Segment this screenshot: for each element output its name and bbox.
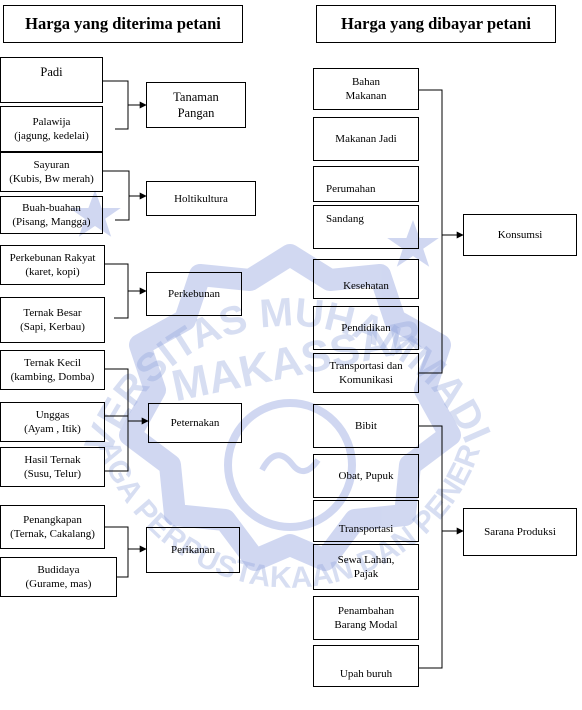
item-perkebunan-rakyat: Perkebunan Rakyat(karet, kopi)	[0, 245, 105, 285]
item-makanan-jadi: Makanan Jadi	[313, 117, 419, 161]
item-transportasi: Transportasi	[313, 500, 419, 542]
watermark-emblem	[69, 190, 461, 571]
item-obat-pupuk: Obat, Pupuk	[313, 454, 419, 498]
group-perkebunan: Perkebunan	[146, 272, 242, 316]
item-unggas: Unggas(Ayam , Itik)	[0, 402, 105, 442]
item-sewa-lahan: Sewa Lahan,Pajak	[313, 544, 419, 590]
item-padi: Padi	[0, 57, 103, 103]
item-sandang: Sandang	[313, 205, 419, 249]
item-kesehatan: Kesehatan	[313, 259, 419, 299]
title-harga-dibayar: Harga yang dibayar petani	[316, 5, 556, 43]
item-perumahan: Perumahan	[313, 166, 419, 202]
item-ternak-kecil: Ternak Kecil(kambing, Domba)	[0, 350, 105, 390]
item-pendidikan: Pendidikan	[313, 306, 419, 350]
group-konsumsi: Konsumsi	[463, 214, 577, 256]
group-perikanan: Perikanan	[146, 527, 240, 573]
item-sayuran: Sayuran(Kubis, Bw merah)	[0, 152, 103, 192]
group-peternakan: Peternakan	[148, 403, 242, 443]
item-hasil-ternak: Hasil Ternak(Susu, Telur)	[0, 447, 105, 487]
item-budidaya: Budidaya(Gurame, mas)	[0, 557, 117, 597]
item-ternak-besar: Ternak Besar(Sapi, Kerbau)	[0, 297, 105, 343]
group-sarana-produksi: Sarana Produksi	[463, 508, 577, 556]
title-harga-diterima: Harga yang diterima petani	[3, 5, 243, 43]
item-palawija: Palawija(jagung, kedelai)	[0, 106, 103, 152]
item-penangkapan: Penangkapan(Ternak, Cakalang)	[0, 505, 105, 549]
group-holtikultura: Holtikultura	[146, 181, 256, 216]
item-buah-buahan: Buah-buahan(Pisang, Mangga)	[0, 196, 103, 234]
item-bibit: Bibit	[313, 404, 419, 448]
item-upah-buruh: Upah buruh	[313, 645, 419, 687]
